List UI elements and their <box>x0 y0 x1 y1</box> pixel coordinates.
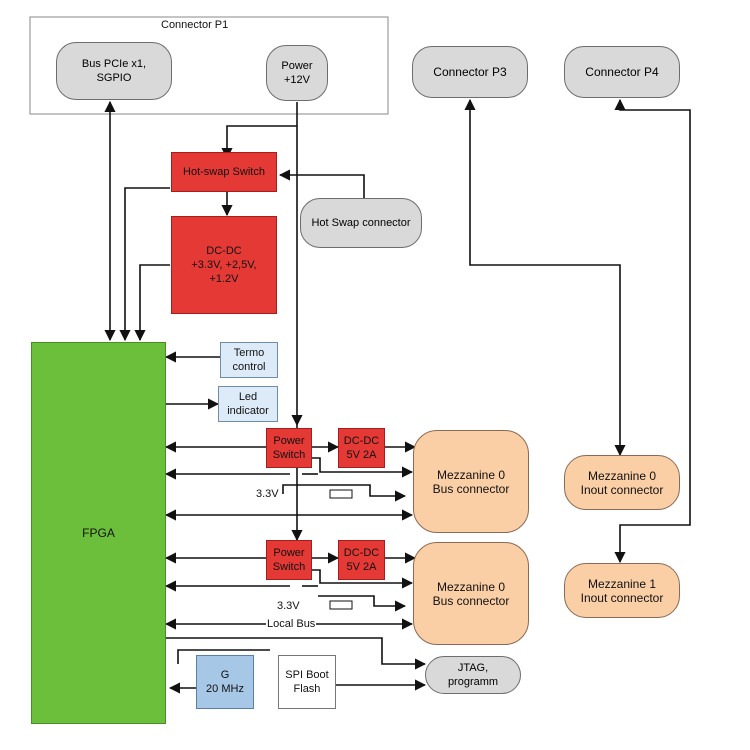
bus-pcie-node: Bus PCIe x1, SGPIO <box>56 42 172 100</box>
dcdc-main-node: DC-DC +3.3V, +2,5V, +1.2V <box>171 216 277 314</box>
led-indicator-node: Led indicator <box>218 386 278 422</box>
spi-boot-flash-node: SPI Boot Flash <box>278 655 336 709</box>
jtag-node: JTAG, programm <box>425 656 521 694</box>
mezzanine-0-bus-node: Mezzanine 0 Bus connector <box>413 430 529 533</box>
mezzanine-0-bus-node-2: Mezzanine 0 Bus connector <box>413 542 529 645</box>
power-12v-node: Power +12V <box>266 45 328 101</box>
hot-swap-connector-node: Hot Swap connector <box>300 198 422 248</box>
oscillator-node: G 20 MHz <box>196 655 254 709</box>
power-switch-1-node: Power Switch <box>266 540 312 580</box>
connector-p4-node: Connector P4 <box>564 46 680 98</box>
dcdc-5v-1-node: DC-DC 5V 2A <box>338 540 385 580</box>
connector-p1-title: Connector P1 <box>160 19 230 32</box>
termo-control-node: Termo control <box>220 342 278 378</box>
mezzanine-0-inout-node: Mezzanine 0 Inout connector <box>564 455 680 510</box>
connector-p3-node: Connector P3 <box>412 46 528 98</box>
power-switch-0-node: Power Switch <box>266 428 312 468</box>
voltage-label-0: 3.3V <box>255 488 280 501</box>
voltage-label-1: 3.3V <box>276 600 301 613</box>
fpga-node: FPGA <box>31 342 166 724</box>
mezzanine-1-inout-node: Mezzanine 1 Inout connector <box>564 563 680 618</box>
dcdc-5v-0-node: DC-DC 5V 2A <box>338 428 385 468</box>
local-bus-label: Local Bus <box>266 618 317 631</box>
hot-swap-switch-node: Hot-swap Switch <box>171 152 277 192</box>
